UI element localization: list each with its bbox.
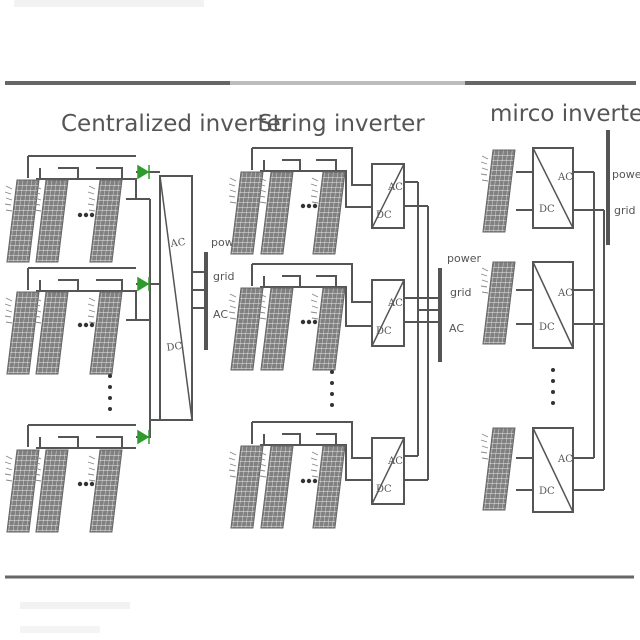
faint-background-text	[14, 0, 204, 633]
dc-label: DC	[376, 326, 392, 337]
micro-inverter-box-3	[532, 427, 574, 513]
grid-label: grid	[213, 270, 235, 283]
string-inverter-box-3	[371, 437, 405, 505]
centralized-section	[27, 155, 208, 449]
micro-section	[516, 130, 610, 513]
power-label: power	[612, 168, 640, 181]
ac-label: AC	[557, 454, 573, 465]
solar-panel-icon	[310, 287, 346, 371]
ellipsis-dots-icon	[551, 368, 555, 405]
dc-label: DC	[166, 341, 183, 354]
solar-panel-icon	[87, 449, 123, 533]
ac-label: AC	[387, 456, 403, 467]
solar-panel-icon	[310, 445, 346, 529]
power-label: power	[447, 252, 481, 265]
string-inverter-title: String inverter	[258, 111, 425, 137]
solar-panel-icon	[228, 445, 264, 529]
solar-panel-icon	[228, 287, 264, 371]
dc-label: DC	[539, 204, 555, 215]
solar-panel-icon	[4, 449, 40, 533]
string-row-3	[27, 424, 136, 449]
string-row-1	[27, 155, 150, 200]
string-panels	[228, 171, 346, 529]
string-inverter-box-1	[371, 163, 405, 229]
micro-inverter-box-1	[532, 147, 574, 229]
micro-inverter-title: mirco inverter	[490, 101, 640, 127]
dc-label: DC	[539, 322, 555, 333]
solar-panel-icon	[480, 261, 516, 345]
ac-label: AC	[169, 237, 187, 250]
dc-label: DC	[376, 484, 392, 495]
diode-icon	[137, 164, 150, 445]
string-inverter-box-2	[371, 279, 405, 347]
ac-label: AC	[557, 288, 573, 299]
grid-label: grid	[614, 204, 636, 217]
micro-panels	[480, 149, 516, 511]
solar-panel-icon	[258, 287, 294, 371]
solar-panel-icon	[4, 291, 40, 375]
ellipsis-dots-icon	[77, 212, 112, 487]
solar-panel-icon	[480, 427, 516, 511]
ac-label: AC	[449, 322, 464, 335]
ac-label: AC	[213, 308, 228, 321]
solar-panel-icon	[87, 179, 123, 263]
centralized-panels	[4, 179, 123, 533]
solar-panel-icon	[87, 291, 123, 375]
dc-label: DC	[376, 210, 392, 221]
central-inverter-box	[159, 175, 193, 421]
ac-label: AC	[557, 172, 573, 183]
micro-inverter-box-2	[532, 261, 574, 349]
solar-panel-icon	[258, 445, 294, 529]
dc-label: DC	[539, 486, 555, 497]
solar-panel-icon	[33, 179, 69, 263]
solar-panel-icon	[33, 291, 69, 375]
centralized-inverter-title: Centralized inverter	[61, 111, 291, 137]
string-section	[251, 147, 442, 505]
grid-label: grid	[450, 286, 472, 299]
string-row-2	[27, 267, 150, 321]
ac-label: AC	[387, 182, 403, 193]
solar-panel-icon	[258, 171, 294, 255]
ellipsis-dots-icon	[300, 203, 334, 484]
section-rules	[5, 81, 636, 579]
solar-panel-icon	[228, 171, 264, 255]
solar-panel-icon	[310, 171, 346, 255]
solar-panel-icon	[480, 149, 516, 233]
ac-label: AC	[387, 298, 403, 309]
solar-panel-icon	[33, 449, 69, 533]
